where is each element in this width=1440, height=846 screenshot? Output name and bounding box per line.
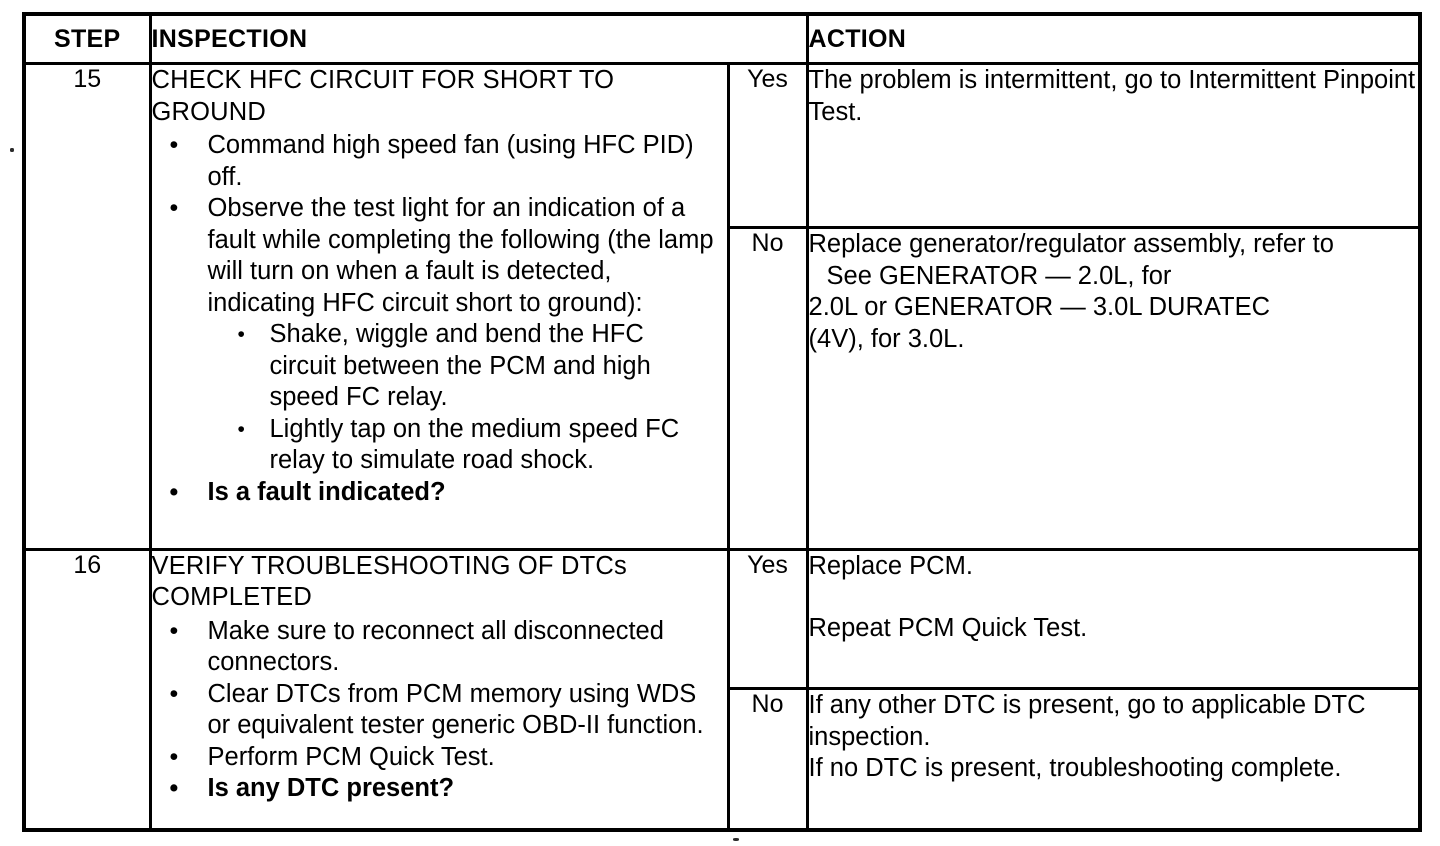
answer-label-no: No xyxy=(726,687,809,832)
action-cell-yes: Replace PCM. Repeat PCM Quick Test. xyxy=(805,547,1422,691)
step-number: 16 xyxy=(22,547,152,832)
inspection-bullet-list: • Command high speed fan (using HFC PID)… xyxy=(152,130,727,508)
column-header-step: STEP xyxy=(22,12,152,65)
scan-speck xyxy=(10,148,14,152)
inspection-cell: CHECK HFC CIRCUIT FOR SHORT TO GROUND • … xyxy=(148,62,730,551)
inspection-bullet-list: • Make sure to reconnect all disconnecte… xyxy=(152,616,727,805)
list-item-text: Is any DTC present? xyxy=(207,774,455,803)
answer-label-yes: Yes xyxy=(726,61,809,230)
list-item-text: Perform PCM Quick Test. xyxy=(207,742,495,771)
bullet-icon: • xyxy=(169,679,179,708)
inspection-title: VERIFY TROUBLESHOOTING OF DTCs COMPLETED xyxy=(151,551,627,612)
table-body: 15 CHECK HFC CIRCUIT FOR SHORT TO GROUND… xyxy=(22,61,1422,832)
action-line: Replace PCM. xyxy=(808,551,973,580)
list-item-text: Lightly tap on the medium speed FC relay… xyxy=(269,414,680,475)
column-header-action: ACTION xyxy=(805,12,1422,65)
answer-label-no: No xyxy=(726,226,809,551)
list-item: • Perform PCM Quick Test. xyxy=(152,742,727,774)
step-number: 15 xyxy=(22,62,152,551)
bullet-icon: • xyxy=(169,131,179,159)
pinpoint-test-table: STEP INSPECTION ACTION 15 CHECK HFC CIRC… xyxy=(22,12,1423,832)
list-item-text: Shake, wiggle and bend the HFC circuit b… xyxy=(269,320,651,411)
list-item-text: Is a fault indicated? xyxy=(207,477,446,506)
scan-speck xyxy=(733,838,739,841)
bullet-icon: • xyxy=(237,417,245,441)
list-item-text: Command high speed fan (using HFC PID) o… xyxy=(207,131,694,191)
list-item-question: • Is any DTC present? xyxy=(152,773,727,805)
table-row: 16 VERIFY TROUBLESHOOTING OF DTCs COMPLE… xyxy=(22,547,1422,832)
list-item-text: Make sure to reconnect all disconnected … xyxy=(207,616,664,677)
list-item: • Make sure to reconnect all disconnecte… xyxy=(152,616,727,679)
action-line: The problem is intermittent, go to Inter… xyxy=(808,66,1416,126)
list-item: • Command high speed fan (using HFC PID)… xyxy=(152,130,727,193)
list-item-text: Observe the test light for an indication… xyxy=(207,194,714,317)
action-line-reference: See GENERATOR — 2.0L, for xyxy=(826,261,1172,290)
list-item: • Shake, wiggle and bend the HFC circuit… xyxy=(234,319,721,414)
table-header: STEP INSPECTION ACTION xyxy=(22,12,1422,65)
header-row: STEP INSPECTION ACTION xyxy=(22,12,1422,65)
column-header-inspection: INSPECTION xyxy=(148,12,809,65)
table-row: 15 CHECK HFC CIRCUIT FOR SHORT TO GROUND… xyxy=(22,61,1422,551)
bullet-icon: • xyxy=(237,323,245,346)
action-spacer xyxy=(809,582,1419,613)
action-line: If no DTC is present, troubleshooting co… xyxy=(808,754,1342,783)
action-cell-no: Replace generator/regulator assembly, re… xyxy=(805,226,1422,551)
list-item: • Clear DTCs from PCM memory using WDS o… xyxy=(152,679,727,742)
bullet-icon: • xyxy=(169,742,179,771)
bullet-icon: • xyxy=(169,194,179,222)
bullet-icon: • xyxy=(169,477,179,506)
bullet-icon: • xyxy=(169,774,179,803)
action-line: If any other DTC is present, go to appli… xyxy=(808,691,1366,751)
answer-label-yes: Yes xyxy=(726,547,809,691)
bullet-icon: • xyxy=(169,616,179,645)
list-item: • Lightly tap on the medium speed FC rel… xyxy=(234,414,721,477)
action-cell-no: If any other DTC is present, go to appli… xyxy=(805,687,1422,832)
action-line: (4V), for 3.0L. xyxy=(808,324,965,353)
list-item-question: • Is a fault indicated? xyxy=(152,477,727,509)
list-item: • Observe the test light for an indicati… xyxy=(152,193,727,477)
table-row: No If any other DTC is present, go to ap… xyxy=(24,687,1422,832)
inspection-sub-bullet-list: • Shake, wiggle and bend the HFC circuit… xyxy=(208,319,721,477)
table-row: No Replace generator/regulator assembly,… xyxy=(24,226,1422,551)
inspection-cell: VERIFY TROUBLESHOOTING OF DTCs COMPLETED… xyxy=(148,547,730,832)
inspection-title: CHECK HFC CIRCUIT FOR SHORT TO GROUND xyxy=(151,66,615,126)
action-line: Replace generator/regulator assembly, re… xyxy=(808,230,1334,259)
action-line: 2.0L or GENERATOR — 3.0L DURATEC xyxy=(808,293,1271,322)
action-line: Repeat PCM Quick Test. xyxy=(808,614,1088,643)
action-cell-yes: The problem is intermittent, go to Inter… xyxy=(805,61,1422,230)
list-item-text: Clear DTCs from PCM memory using WDS or … xyxy=(207,679,704,740)
